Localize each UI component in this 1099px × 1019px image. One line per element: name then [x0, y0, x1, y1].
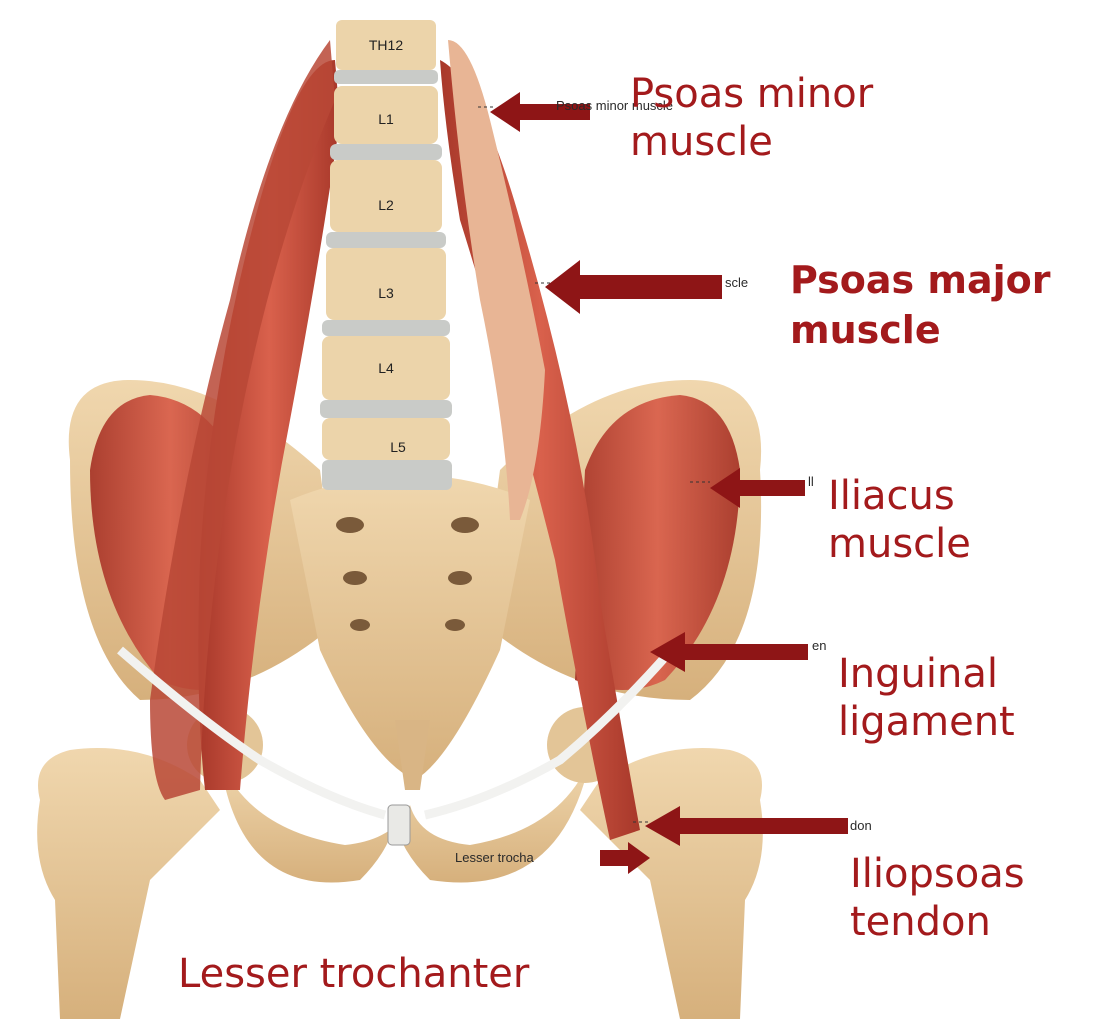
label-iliacus: Iliacus muscle: [828, 472, 971, 568]
small-label-iliopsoas-fragment: don: [850, 818, 872, 833]
vertebral-column: [320, 20, 452, 490]
label-psoas-major: Psoas major muscle: [790, 255, 1051, 355]
vertebra-label-th12: TH12: [369, 37, 403, 53]
label-psoas-minor: Psoas minor muscle: [630, 70, 873, 166]
coccyx: [395, 720, 430, 790]
vertebra-label-l5: L5: [390, 439, 406, 455]
small-label-iliacus-fragment: ll: [808, 474, 814, 489]
vertebra-label-l3: L3: [378, 285, 394, 301]
vertebra-label-l2: L2: [378, 197, 394, 213]
label-lesser-trochanter: Lesser trochanter: [178, 950, 529, 998]
label-inguinal: Inguinal ligament: [838, 650, 1015, 746]
vertebra-label-l4: L4: [378, 360, 394, 376]
small-label-lesser-trochanter: Lesser trocha: [455, 850, 534, 865]
small-label-inguinal-fragment: en: [812, 638, 826, 653]
vertebra-label-l1: L1: [378, 111, 394, 127]
small-label-psoas-major-fragment: scle: [725, 275, 748, 290]
label-iliopsoas: Iliopsoas tendon: [850, 850, 1025, 946]
arrow-psoas-major: [545, 260, 722, 314]
